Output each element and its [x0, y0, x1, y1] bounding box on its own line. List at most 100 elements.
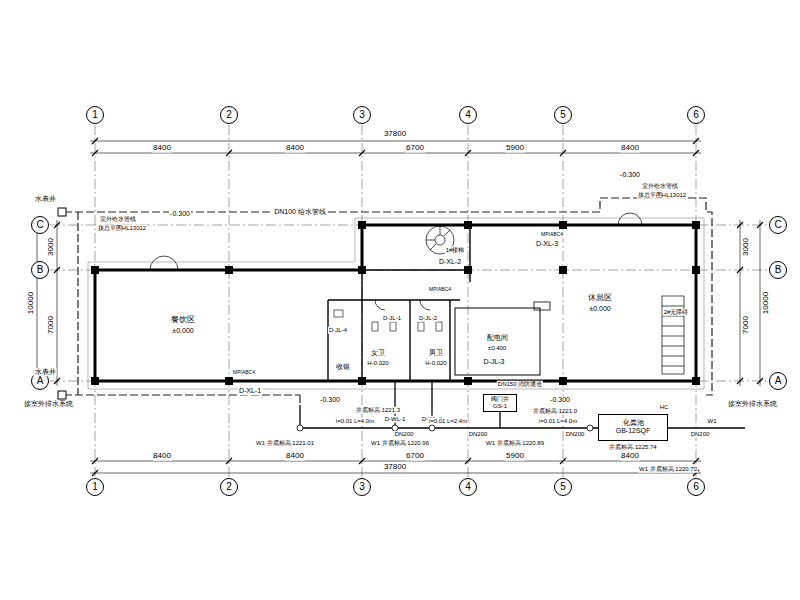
room-name: 1#楼梯: [445, 247, 466, 254]
node-text: A: [37, 375, 44, 387]
equipment-tag: MP/ABC4: [540, 232, 564, 238]
slope-label: i=0.01 L=4.0m: [538, 418, 578, 425]
dimension-text: 8400: [152, 144, 172, 153]
axis-bubble: 4: [459, 106, 477, 124]
axis-bubble: 6: [687, 478, 705, 496]
pipe-label: DN200: [690, 431, 711, 438]
room-name: 2#无障碍: [663, 309, 690, 316]
axis-bubble: 1: [86, 106, 104, 124]
dimension-text: 37800: [383, 463, 407, 472]
axis-bubble: B: [769, 261, 787, 279]
note-text: 接室外排水系统: [23, 400, 74, 408]
node-text: 1: [92, 109, 98, 121]
axis-bubble: 4: [459, 478, 477, 496]
node-text: 5: [560, 109, 566, 121]
room-name: 收银: [335, 363, 351, 371]
note-text: 室外给水管线: [641, 183, 679, 190]
dimension-text: 7000: [742, 315, 751, 335]
riser-tag: D-JL-4: [328, 327, 348, 334]
dimension-text: 5900: [505, 452, 525, 461]
dimension-text: 8400: [285, 144, 305, 153]
node-text: 2: [226, 109, 232, 121]
elevation-text: -0.300: [169, 210, 191, 218]
invert-level: W1 井底标高:1220.89: [485, 440, 545, 447]
riser-tag: D-JL-3: [482, 358, 505, 366]
node-text: 6: [693, 109, 699, 121]
dimension-text: 8400: [620, 144, 640, 153]
node-text: A: [775, 375, 782, 387]
riser-tag: D-JL-2: [418, 315, 438, 322]
axis-bubble: 6: [687, 106, 705, 124]
node-text: GS-1: [493, 403, 507, 410]
dimension-text: 3000: [47, 237, 56, 257]
elevation-text: -0.300: [549, 396, 571, 404]
elevation-text: H-0.020: [366, 360, 389, 367]
axis-bubble: 3: [353, 478, 371, 496]
riser-tag: D-XL-3: [535, 240, 559, 248]
axis-bubble: 5: [554, 106, 572, 124]
invert-level: 井底标高:1221.0: [532, 408, 578, 415]
axis-bubble: B: [31, 261, 49, 279]
riser-tag: D-WL-1: [384, 416, 407, 423]
node-text: B: [775, 264, 782, 276]
dimension-text: 3000: [742, 237, 751, 257]
pipe-label: DN150 消防通道: [497, 381, 543, 388]
slope-label: i=0.01 L=2.4m: [428, 418, 468, 425]
note-text: 接室外排水系统: [727, 400, 778, 408]
dimension-text: 5900: [505, 144, 525, 153]
node-text: 6: [693, 481, 699, 493]
pipe-label: DN200: [565, 431, 586, 438]
invert-level: 井底标高:1225.74: [608, 444, 657, 451]
dimension-text: 6700: [405, 452, 425, 461]
elevation-text: ±0.000: [171, 327, 194, 335]
dimension-text: 7000: [47, 315, 56, 335]
node-text: 1: [92, 481, 98, 493]
node-text: C: [36, 219, 43, 231]
dimension-text: 10000: [27, 291, 36, 315]
well-label: 水表井: [34, 195, 57, 203]
room-name: 女卫: [370, 349, 386, 357]
dimension-text: 6700: [405, 144, 425, 153]
axis-bubble: 2: [220, 106, 238, 124]
dimension-text: 10000: [762, 291, 771, 315]
slope-label: i=0.01 L=4.0m: [335, 418, 375, 425]
axis-bubble: A: [769, 372, 787, 390]
dimension-text: 8400: [620, 452, 640, 461]
room-name: 休息区: [587, 294, 613, 303]
elevation-text: -0.300: [319, 396, 341, 404]
node-text: B: [37, 264, 44, 276]
note-text: HC: [659, 404, 670, 411]
axis-bubble: C: [769, 216, 787, 234]
axis-bubble: 5: [554, 478, 572, 496]
room-name: 配电间: [486, 334, 509, 342]
pipe-label: DN100 给水管线: [273, 208, 327, 216]
dimension-text: 8400: [152, 452, 172, 461]
invert-level: W1 井底标高:1220.70: [638, 466, 698, 473]
riser-tag: D-JL-1: [382, 315, 402, 322]
axis-bubble: 2: [220, 478, 238, 496]
node-text: 4: [465, 109, 471, 121]
elevation-text: ±0.400: [487, 345, 507, 352]
node-text: 5: [560, 481, 566, 493]
invert-level: W1 井底标高:1221.01: [255, 440, 315, 447]
invert-level: 井底标高:1221.3: [355, 407, 401, 414]
node-text: 化粪池: [623, 419, 644, 427]
room-name: 餐饮区: [170, 316, 196, 325]
structure-box: 阀门井GS-1: [483, 394, 517, 412]
node-text: 阀门井: [491, 396, 509, 403]
riser-tag: D-XL-2: [438, 258, 462, 266]
node-text: 2: [226, 481, 232, 493]
note-text: 接总平图HL13012: [637, 192, 687, 199]
dimension-text: 8400: [285, 452, 305, 461]
axis-bubble: 3: [353, 106, 371, 124]
room-name: 男卫: [428, 349, 444, 357]
elevation-text: -0.300: [619, 171, 641, 179]
note-text: 接总平图HL13012: [97, 225, 147, 232]
elevation-text: ±0.000: [588, 305, 611, 313]
node-text: 4: [465, 481, 471, 493]
well-label: 水表井: [34, 368, 57, 376]
equipment-tag: MP/ABC4: [232, 370, 256, 376]
note-text: 室外给水管线: [99, 216, 137, 223]
